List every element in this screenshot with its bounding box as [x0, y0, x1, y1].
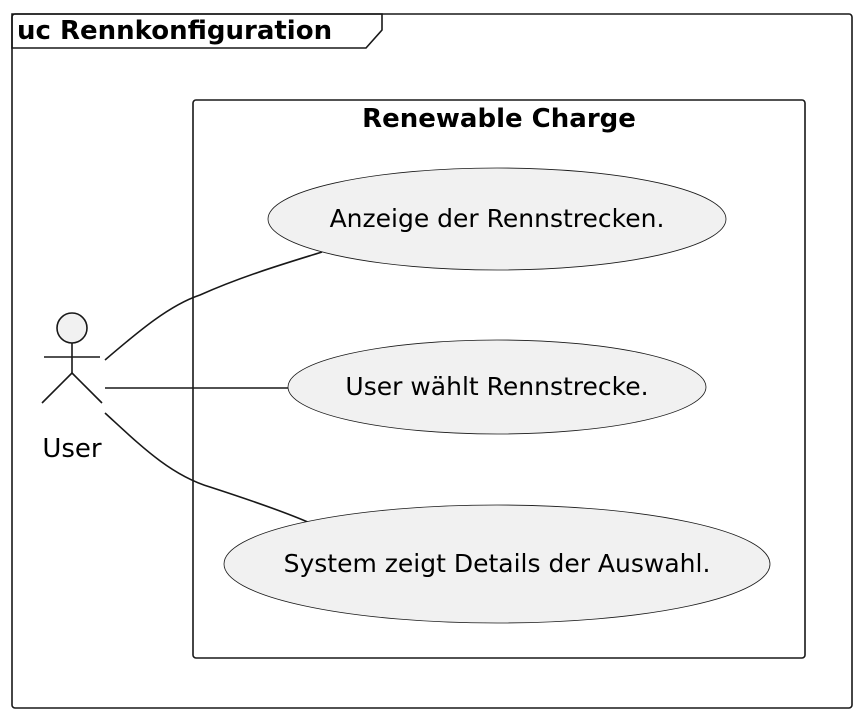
system-boundary: [192, 99, 806, 659]
use-case-ellipse: [267, 167, 727, 271]
actor-left-leg: [41, 372, 73, 404]
diagram-frame: [11, 13, 853, 709]
use-case-label: System zeigt Details der Auswahl.: [284, 549, 711, 578]
use-case-ellipse: [223, 504, 771, 624]
association-line-1: [104, 251, 323, 361]
actor-right-leg: [71, 372, 103, 404]
association-line-3: [104, 412, 311, 524]
frame-title: uc Rennkonfiguration: [17, 16, 332, 46]
frame-title-tab: [11, 13, 383, 49]
use-case-label: Anzeige der Rennstrecken.: [330, 204, 665, 233]
use-case-ellipse: [287, 339, 707, 435]
actor-head: [56, 312, 88, 344]
actor-user: User: [41, 312, 103, 464]
use-case-label: User wählt Rennstrecke.: [345, 372, 648, 401]
use-case-system-zeigt-details: System zeigt Details der Auswahl.: [223, 504, 771, 624]
use-case-user-waehlt-rennstrecke: User wählt Rennstrecke.: [287, 339, 707, 435]
actor-label: User: [42, 434, 102, 464]
use-case-anzeige-rennstrecken: Anzeige der Rennstrecken.: [267, 167, 727, 271]
system-boundary-title: Renewable Charge: [362, 104, 636, 134]
